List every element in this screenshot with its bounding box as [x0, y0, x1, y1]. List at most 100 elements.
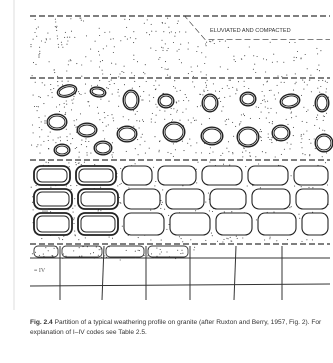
stipple-dot [113, 52, 114, 53]
stipple-dot [111, 154, 112, 155]
stipple-dot [324, 116, 325, 117]
stipple-dot [315, 148, 316, 149]
stipple-dot [100, 61, 101, 62]
stipple-dot [170, 153, 171, 154]
stipple-dot [228, 47, 229, 48]
stipple-dot [119, 202, 120, 203]
stipple-dot [156, 248, 157, 249]
stipple-dot [73, 223, 74, 224]
stipple-dot [32, 253, 33, 254]
stipple-dot [78, 239, 79, 240]
stipple-dot [66, 104, 67, 105]
stipple-dot [98, 51, 99, 52]
corestone-block [124, 189, 160, 209]
stipple-dot [167, 152, 168, 153]
stipple-dot [226, 148, 227, 149]
stipple-dot [256, 219, 257, 220]
stipple-dot [135, 163, 136, 164]
stipple-dot [267, 101, 268, 102]
stipple-dot [99, 80, 100, 81]
stipple-dot [133, 59, 134, 60]
stipple-dot [179, 59, 180, 60]
stipple-dot [142, 119, 143, 120]
stipple-dot [269, 122, 270, 123]
stipple-dot [291, 175, 292, 176]
stipple-dot [174, 36, 175, 37]
stipple-dot [220, 155, 221, 156]
stipple-dot [325, 162, 326, 163]
stipple-dot [243, 114, 244, 115]
stipple-dot [119, 184, 120, 185]
stipple-dot [117, 128, 118, 129]
corestone-block [210, 189, 246, 209]
stipple-dot [87, 155, 88, 156]
stipple-dot [210, 41, 211, 42]
stipple-dot [50, 89, 51, 90]
stipple-dot [305, 154, 306, 155]
stipple-dot [173, 143, 174, 144]
stipple-dot [55, 142, 56, 143]
stipple-dot [272, 137, 273, 138]
stipple-dot [41, 129, 42, 130]
stipple-dot [56, 246, 57, 247]
stipple-dot [85, 141, 86, 142]
stipple-dot [121, 71, 122, 72]
stipple-dot [85, 93, 86, 94]
stipple-dot [73, 219, 74, 220]
stipple-dot [231, 241, 232, 242]
stipple-dot [283, 62, 284, 63]
stipple-dot [326, 88, 327, 89]
stipple-dot [173, 86, 174, 87]
stipple-dot [188, 42, 189, 43]
corestone-inner [125, 92, 137, 108]
stipple-dot [112, 142, 113, 143]
stipple-dot [181, 250, 182, 251]
stipple-dot [318, 65, 319, 66]
stipple-dot [179, 120, 180, 121]
stipple-dot [249, 155, 250, 156]
stipple-dot [56, 248, 57, 249]
stipple-dot [268, 112, 269, 113]
stipple-dot [106, 87, 107, 88]
stipple-dot [76, 147, 77, 148]
stipple-dot [236, 90, 237, 91]
stipple-dot [153, 167, 154, 168]
stipple-dot [212, 151, 213, 152]
stipple-dot [65, 112, 66, 113]
stipple-dot [72, 208, 73, 209]
stipple-dot [206, 42, 207, 43]
stipple-dot [229, 164, 230, 165]
stipple-dot [264, 95, 265, 96]
stipple-dot [200, 105, 201, 106]
figure-caption-text: Partition of a typical weathering profil… [30, 319, 321, 336]
stipple-dot [212, 235, 213, 236]
stipple-dot [99, 249, 100, 250]
stipple-dot [175, 258, 176, 259]
stipple-dot [48, 136, 49, 137]
stipple-dot [123, 72, 124, 73]
stipple-dot [108, 124, 109, 125]
stipple-dot [43, 141, 44, 142]
stipple-dot [219, 98, 220, 99]
stipple-dot [140, 96, 141, 97]
stipple-dot [178, 21, 179, 22]
stipple-dot [272, 121, 273, 122]
stipple-dot [202, 94, 203, 95]
stipple-dot [210, 147, 211, 148]
stipple-dot [71, 100, 72, 101]
corestone-inner [242, 94, 254, 104]
stipple-dot [224, 211, 225, 212]
stipple-dot [166, 251, 167, 252]
stipple-dot [99, 54, 100, 55]
stipple-dot [161, 40, 162, 41]
stipple-dot [81, 20, 82, 21]
stipple-dot [75, 162, 76, 163]
stipple-dot [208, 193, 209, 194]
corestone-block [122, 166, 152, 185]
stipple-dot [138, 237, 139, 238]
stipple-dot [64, 37, 65, 38]
stipple-dot [159, 253, 160, 254]
stipple-dot [226, 238, 227, 239]
stipple-dot [48, 162, 49, 163]
stipple-dot [58, 44, 59, 45]
